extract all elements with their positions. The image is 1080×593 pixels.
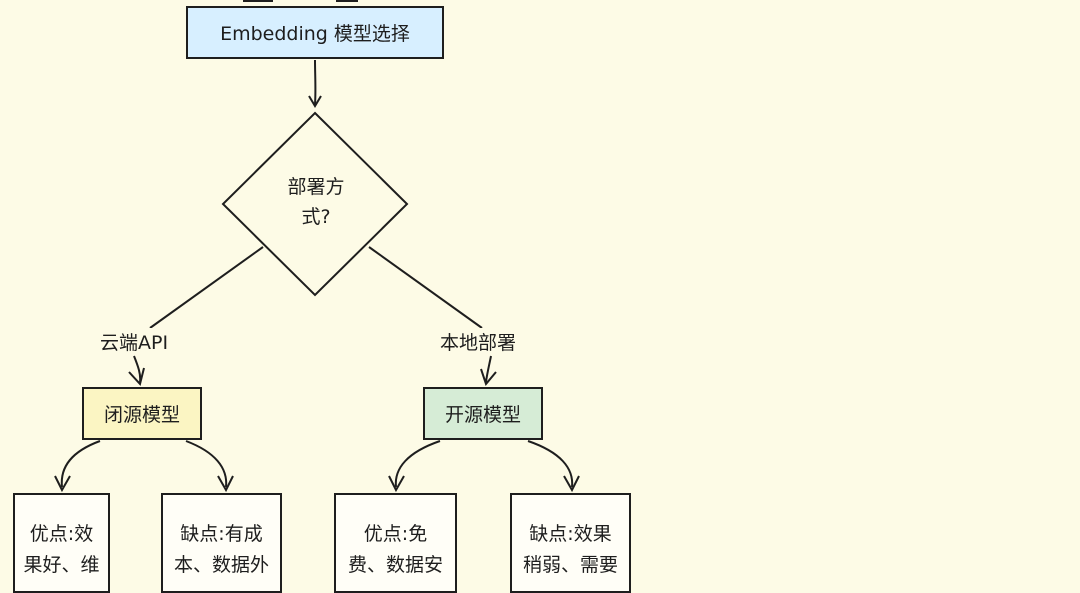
branch-line-cloud (150, 247, 263, 328)
root-node: Embedding 模型选择 (186, 6, 444, 59)
decision-label-line2: 式? (266, 202, 366, 232)
open-cons-line2: 稍弱、需要 (512, 550, 629, 581)
open-pros-line1: 优点:免 (336, 519, 455, 550)
decision-label: 部署方 式? (266, 172, 366, 232)
root-node-label: Embedding 模型选择 (220, 19, 410, 46)
closed-pros-node: 优点:效 果好、维 (13, 493, 110, 593)
edge-label-local-deploy: 本地部署 (440, 328, 516, 355)
open-model-node: 开源模型 (423, 387, 543, 440)
closed-model-node: 闭源模型 (82, 387, 202, 440)
closed-model-label: 闭源模型 (104, 400, 180, 427)
edge-label-cloud-api: 云端API (100, 328, 168, 355)
top-partial-shape (336, 0, 358, 2)
diagram-canvas (0, 0, 1080, 572)
branch-line-local (369, 247, 482, 328)
closed-pros-line2: 果好、维 (15, 550, 108, 581)
open-model-label: 开源模型 (445, 400, 521, 427)
open-pros-line2: 费、数据安 (336, 550, 455, 581)
open-cons-node: 缺点:效果 稍弱、需要 (510, 493, 631, 593)
closed-pros-line1: 优点:效 (15, 519, 108, 550)
decision-label-line1: 部署方 (266, 172, 366, 202)
open-cons-line1: 缺点:效果 (512, 519, 629, 550)
closed-cons-line2: 本、数据外 (163, 550, 280, 581)
arrowhead-closed (129, 368, 144, 384)
top-partial-shape (243, 0, 273, 2)
closed-cons-line1: 缺点:有成 (163, 519, 280, 550)
open-pros-node: 优点:免 费、数据安 (334, 493, 457, 593)
closed-cons-node: 缺点:有成 本、数据外 (161, 493, 282, 593)
